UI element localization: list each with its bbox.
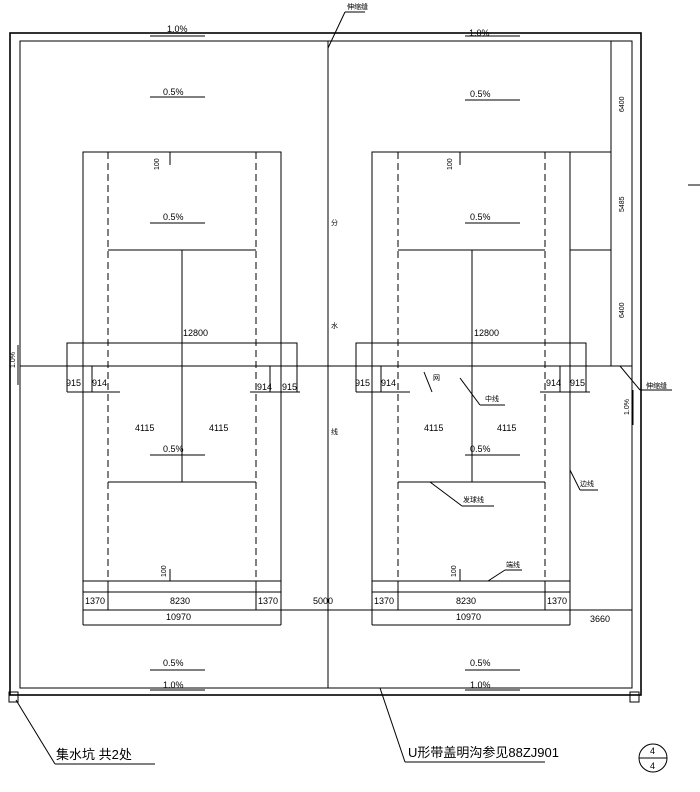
label-fence-right: 伸缩缝 [646, 381, 667, 390]
dim-8230-left: 8230 [170, 596, 190, 606]
left-bottom-dims [82, 581, 372, 626]
slope-court-left-top: 0.5% [163, 212, 184, 222]
dim-6400-bottom: 6400 [619, 302, 626, 318]
sheet-total: 4 [650, 761, 655, 771]
slope-court-left-bottom: 0.5% [163, 444, 184, 454]
dim-914-left-b: 914 [257, 382, 272, 392]
label-divide-1: 分 [331, 218, 338, 227]
dim-6400-top: 6400 [619, 96, 626, 112]
dim-4115-left-a: 4115 [135, 423, 154, 433]
slope-lower-left: 0.5% [163, 658, 184, 668]
dim-100-right-bottom: 100 [451, 565, 458, 577]
note-gutter: U形带盖明沟参见88ZJ901 [408, 745, 559, 760]
slope-left-side: 1.0% [10, 352, 17, 368]
label-divide-3: 线 [331, 427, 338, 436]
dim-8230-right: 8230 [456, 596, 476, 606]
slope-bottom-left: 1.0% [163, 680, 184, 690]
dim-100-left-bottom: 100 [161, 565, 168, 577]
dim-5485: 5485 [619, 196, 626, 212]
dim-1370-left-a: 1370 [85, 596, 105, 606]
slope-top-right: 1.0% [469, 28, 490, 38]
label-service-line: 发球线 [463, 495, 484, 504]
label-base-line: 端线 [506, 560, 520, 569]
label-side-line: 边线 [580, 479, 594, 488]
dim-915-right-b: 915 [570, 378, 585, 388]
right-vertical-dims [570, 41, 700, 366]
dim-915-left-a: 915 [66, 378, 81, 388]
right-bottom-dims [371, 581, 633, 625]
site-boundary [8, 32, 642, 703]
slope-underlines [150, 35, 520, 691]
dim-10970-left: 10970 [166, 612, 191, 622]
slope-right-side: 1.0% [624, 399, 631, 415]
left-court [66, 151, 300, 593]
dim-1370-right-a: 1370 [374, 596, 394, 606]
dim-914-left-a: 914 [92, 378, 107, 388]
slope-court-right-top: 0.5% [470, 212, 491, 222]
slope-lower-right: 0.5% [470, 658, 491, 668]
dim-100-left-top: 100 [154, 158, 161, 170]
dim-10970-right: 10970 [456, 612, 481, 622]
right-court [355, 151, 632, 626]
slope-top-left: 1.0% [167, 24, 188, 34]
slope-court-right-bottom: 0.5% [470, 444, 491, 454]
label-divide-2: 水 [331, 321, 338, 330]
slope-upper-left: 0.5% [163, 87, 184, 97]
label-center-line: 中线 [485, 394, 499, 403]
leader-lines [15, 11, 672, 765]
label-net: 网 [433, 374, 440, 382]
dim-width-right: 12800 [474, 328, 499, 338]
dim-1370-right-b: 1370 [547, 596, 567, 606]
dim-914-right-a: 914 [381, 378, 396, 388]
dim-914-right-b: 914 [546, 378, 561, 388]
dim-1370-left-b: 1370 [258, 596, 278, 606]
dim-width-left: 12800 [183, 328, 208, 338]
dim-915-left-b: 915 [282, 382, 297, 392]
dim-right-margin: 3660 [590, 614, 610, 624]
slope-bottom-right: 1.0% [470, 680, 491, 690]
dim-100-right-top: 100 [447, 158, 454, 170]
dim-4115-right-b: 4115 [497, 423, 516, 433]
dim-915-right-a: 915 [355, 378, 370, 388]
note-sump: 集水坑 共2处 [56, 747, 132, 762]
dim-4115-left-b: 4115 [209, 423, 228, 433]
slope-upper-right: 0.5% [470, 89, 491, 99]
dim-4115-right-a: 4115 [424, 423, 443, 433]
label-fence-top: 伸缩缝 [347, 2, 368, 11]
sheet-num: 4 [650, 746, 655, 756]
dim-gap: 5000 [313, 596, 333, 606]
sheet-number-symbol: 4 4 [638, 743, 668, 773]
